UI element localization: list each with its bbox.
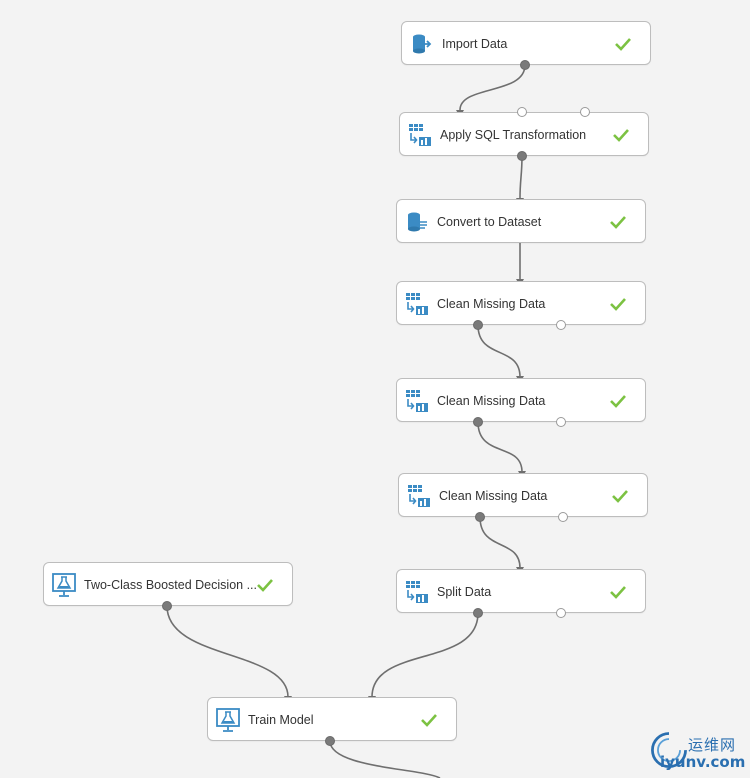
module-clean-missing-data[interactable]: Clean Missing Data	[396, 378, 646, 422]
completed-check-icon	[421, 714, 437, 727]
output-port[interactable]	[162, 601, 172, 611]
output-port[interactable]	[517, 151, 527, 161]
output-port[interactable]	[473, 417, 483, 427]
output-port[interactable]	[556, 417, 566, 427]
table-transform-icon	[408, 485, 430, 507]
module-label: Import Data	[442, 37, 508, 51]
module-label: Split Data	[437, 585, 492, 599]
input-port[interactable]	[580, 107, 590, 117]
table-transform-icon	[406, 581, 428, 603]
module-label: Train Model	[248, 713, 314, 727]
completed-check-icon	[610, 586, 626, 599]
module-convert-to-dataset[interactable]: Convert to Dataset	[396, 199, 646, 243]
completed-check-icon	[257, 579, 273, 592]
output-port[interactable]	[556, 320, 566, 330]
output-port[interactable]	[556, 608, 566, 618]
output-port[interactable]	[473, 320, 483, 330]
output-port[interactable]	[473, 608, 483, 618]
model-flask-icon	[52, 573, 76, 597]
module-label: Convert to Dataset	[437, 215, 542, 229]
model-flask-icon	[216, 708, 240, 732]
watermark-en-text: iyunv.com	[660, 753, 746, 771]
connector-import-to-sql	[459, 64, 526, 111]
completed-check-icon	[610, 216, 626, 229]
connector-clean3-to-split	[479, 516, 521, 569]
connector-twoclass-to-train	[166, 605, 289, 698]
module-label: Two-Class Boosted Decision ...	[84, 578, 257, 592]
connector-clean1-to-clean2	[477, 324, 521, 378]
module-apply-sql-transformation[interactable]: Apply SQL Transformation	[399, 112, 649, 156]
module-two-class-boosted-decision-tree[interactable]: Two-Class Boosted Decision ...	[43, 562, 293, 606]
dataset-convert-icon	[408, 212, 427, 232]
output-port[interactable]	[325, 736, 335, 746]
connector-train-out	[329, 740, 441, 778]
completed-check-icon	[615, 38, 631, 51]
output-port[interactable]	[558, 512, 568, 522]
completed-check-icon	[610, 395, 626, 408]
module-label: Clean Missing Data	[437, 394, 546, 408]
module-label: Apply SQL Transformation	[440, 128, 587, 142]
module-split-data[interactable]: Split Data	[396, 569, 646, 613]
input-port[interactable]	[517, 107, 527, 117]
watermark-logo-icon	[651, 732, 687, 769]
site-watermark: 运维网 iyunv.com	[646, 728, 750, 778]
output-port[interactable]	[475, 512, 485, 522]
table-transform-icon	[406, 390, 428, 412]
module-train-model[interactable]: Train Model	[207, 697, 457, 741]
completed-check-icon	[610, 298, 626, 311]
connector-split-to-train	[371, 612, 479, 698]
module-import-data[interactable]: Import Data	[401, 21, 651, 65]
connector-sql-to-convert	[519, 155, 523, 199]
table-transform-icon	[409, 124, 431, 146]
table-transform-icon	[406, 293, 428, 315]
completed-check-icon	[612, 490, 628, 503]
module-label: Clean Missing Data	[437, 297, 546, 311]
module-clean-missing-data[interactable]: Clean Missing Data	[396, 281, 646, 325]
database-import-icon	[413, 34, 432, 54]
completed-check-icon	[613, 129, 629, 142]
connector-clean2-to-clean3	[477, 421, 523, 473]
watermark-cn-text: 运维网	[688, 736, 737, 754]
output-port[interactable]	[520, 60, 530, 70]
module-label: Clean Missing Data	[439, 489, 548, 503]
module-clean-missing-data[interactable]: Clean Missing Data	[398, 473, 648, 517]
